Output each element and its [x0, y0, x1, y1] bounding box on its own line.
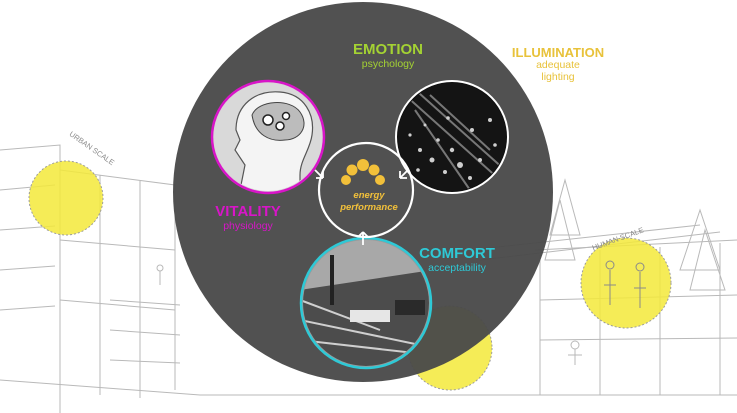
human-figures-sketch [604, 270, 646, 308]
vitality-subtitle: physiology [223, 219, 273, 232]
emotion-label-group: EMOTION psychology [318, 41, 458, 70]
vitality-title: VITALITY [215, 203, 281, 220]
illumination-label-group: ILLUMINATION adequate lighting [488, 45, 628, 83]
vitality-image [210, 79, 326, 195]
illumination-image [395, 80, 509, 194]
emotion-title: EMOTION [353, 41, 423, 58]
urban-scale-label: URBAN SCALE [68, 129, 117, 167]
comfort-subtitle: acceptability [428, 261, 486, 274]
emotion-subtitle: psychology [361, 57, 415, 70]
vitality-label-group: VITALITY physiology [178, 203, 318, 232]
arrow-from-illumination [399, 169, 409, 179]
urban-scale-circle [28, 160, 104, 236]
comfort-label-group: COMFORT acceptability [392, 245, 522, 274]
human-scale-marker: HUMAN SCALE [580, 225, 672, 329]
illumination-title: ILLUMINATION [511, 45, 605, 60]
arrow-from-comfort [357, 231, 369, 245]
energy-label-line1: energy [353, 190, 385, 201]
energy-performance-circle [317, 141, 415, 239]
connector-arrows [314, 169, 409, 245]
human-scale-circle [580, 237, 672, 329]
comfort-title: COMFORT [419, 245, 495, 262]
illumination-subtitle-line1: adequate [536, 59, 580, 72]
urban-scale-marker: URBAN SCALE [28, 129, 117, 236]
arrow-from-vitality [314, 169, 324, 179]
energy-label-line2: performance [340, 201, 398, 213]
comfort-image [299, 236, 433, 370]
illumination-subtitle-line2: lighting [541, 70, 575, 83]
lighting-facade-photo [404, 84, 506, 191]
energy-performance-label: energy performance [322, 190, 416, 214]
sun-arc-icon [341, 159, 385, 185]
